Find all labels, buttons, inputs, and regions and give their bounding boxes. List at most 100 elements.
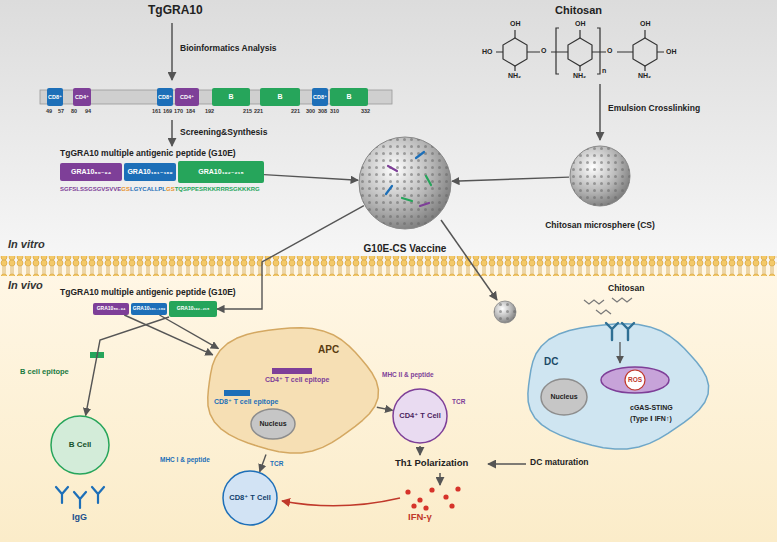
residue-number: 57 (58, 108, 64, 114)
peptide-title: TgGRA10 multiple antigenic peptide (G10E… (60, 149, 236, 159)
vaccine-sphere-shape (352, 136, 458, 254)
cytokine-label: IFN-γ (408, 512, 432, 523)
b-cell-text: B Cell (69, 440, 92, 449)
nucleus: Nucleus (540, 378, 588, 416)
chem-group: O (607, 47, 612, 55)
epitope-label: CD4⁺ T cell epitope (265, 376, 329, 384)
dendritic-cell: DCNucleusROS (520, 318, 710, 453)
peptide-title: TgGRA10 multiple antigenic peptide (G10E… (60, 288, 236, 298)
connector-arrow (86, 317, 169, 416)
cd8-epitope-segment: CD8⁺ (157, 88, 173, 106)
vaccine-sphere: G10E-CS Vaccine (352, 136, 458, 254)
peptide-segment-text: GRA10₁₉₂₋₂₁₅ (198, 168, 243, 176)
b-epitope-segment: B (330, 88, 368, 106)
residue-number: 215 (243, 108, 252, 114)
pathway-label: cGAS-STING (630, 404, 673, 412)
connector-arrow (452, 177, 569, 181)
linker-part: GS (166, 186, 175, 193)
sequence-part: LGYCALLPL (130, 186, 166, 193)
peptide-segment-text: GRA10₁₆₁₋₁₆₉ (127, 168, 172, 176)
peptide-segment: GRA10₁₆₁₋₁₆₉ (124, 163, 176, 181)
apc-cell: APCNucleus (200, 322, 380, 457)
process-label: Th1 Polarization (395, 458, 468, 469)
receptor-label: MHC I & peptide (160, 456, 210, 463)
cd4-epitope-segment-text: CD4⁺ (180, 94, 194, 100)
b-cell: B Cell (50, 415, 110, 475)
b-epitope-segment-text: B (346, 93, 351, 101)
cd4-t-cell: CD4⁺ T Cell (392, 388, 448, 444)
peptide-segment: GRA10₈₀₋₉₄ (60, 163, 122, 181)
chem-group: NH₂ (638, 72, 651, 80)
connector-arrow (377, 407, 393, 410)
peptide-fragment-text: GRA10₁₆₁₋₁₆₉ (133, 306, 165, 312)
process-label: DC maturation (530, 458, 589, 468)
cd4-t-cell-text: CD4⁺ T Cell (399, 412, 440, 421)
chem-group: O (541, 47, 546, 55)
apc-cell-shape (200, 322, 380, 457)
residue-number: 308 (318, 108, 327, 114)
residue-number: 49 (46, 108, 52, 114)
cd4-epitope-segment-text: CD4⁺ (75, 94, 89, 100)
cd8-epitope-segment: CD8⁺ (312, 88, 328, 106)
b-epitope-segment-text: B (277, 93, 282, 101)
repeat-index: n (602, 67, 606, 75)
cd8-epitope-segment-text: CD8⁺ (158, 94, 172, 100)
figure-title: TgGRA10 (148, 4, 203, 18)
chitosan-microsphere-shape (535, 145, 665, 231)
sequence-part: SGFSLSSGSGVSVVE (60, 186, 121, 193)
peptide-fragment-text: GRA10₁₉₂₋₂₁₅ (177, 306, 209, 312)
chem-group: NH₂ (573, 72, 586, 80)
residue-number: 310 (330, 108, 339, 114)
residue-number: 170 (174, 108, 183, 114)
residue-number: 192 (205, 108, 214, 114)
region-label: In vitro (8, 238, 45, 251)
material-label: Chitosan (608, 284, 644, 294)
b-epitope-segment: B (212, 88, 250, 106)
b-epitope-segment: B (260, 88, 300, 106)
cd8-t-cell: CD8⁺ T Cell (222, 470, 278, 526)
chem-group: OH (575, 20, 586, 28)
connector-arrow (124, 315, 213, 355)
cd8-t-cell-text: CD8⁺ T Cell (229, 494, 270, 503)
residue-number: 161 (152, 108, 161, 114)
peptide-fragment: GRA10₁₆₁₋₁₆₉ (131, 303, 167, 315)
chem-group: OH (666, 48, 677, 56)
chitosan-microsphere-text: Chitosan microsphere (CS) (545, 221, 655, 231)
peptide-segment: GRA10₁₉₂₋₂₁₅ (178, 161, 264, 183)
cd8-epitope-segment: CD8⁺ (47, 88, 63, 106)
connector-arrow (260, 455, 266, 472)
cd4-epitope-segment: CD4⁺ (73, 88, 91, 106)
cd4-epitope-segment: CD4⁺ (175, 88, 199, 106)
peptide-segment-text: GRA10₈₀₋₉₄ (71, 168, 111, 176)
step-label: Emulsion Crosslinking (608, 104, 700, 114)
peptide-fragment: GRA10₈₀₋₉₄ (93, 303, 129, 315)
antibody-label: IgG (72, 512, 87, 522)
peptide-fragment: GRA10₁₉₂₋₂₁₅ (169, 301, 217, 317)
chem-group: HO (482, 48, 493, 56)
peptide-fragment-text: GRA10₈₀₋₉₄ (97, 306, 126, 312)
cd8-epitope-segment-text: CD8⁺ (48, 94, 62, 100)
figure-title: Chitosan (555, 4, 602, 17)
epitope-label: CD8⁺ T cell epitope (214, 398, 278, 406)
epitope-label: B cell epitope (20, 368, 69, 377)
connector-arrow (217, 206, 364, 309)
residue-number: 221 (291, 108, 300, 114)
nucleus-text: Nucleus (259, 420, 286, 428)
residue-number: 332 (361, 108, 370, 114)
residue-number: 80 (71, 108, 77, 114)
connector-arrow (264, 175, 358, 181)
receptor-label: MHC II & peptide (382, 371, 434, 378)
chitosan-microsphere: Chitosan microsphere (CS) (535, 145, 665, 231)
step-label: Bioinformatics Analysis (180, 44, 277, 54)
chem-group: OH (510, 20, 521, 28)
nucleus-text: Nucleus (550, 393, 577, 401)
sequence-part: TQSPPESRKKRRRSGKKKRG (175, 186, 260, 193)
chem-group: OH (640, 20, 651, 28)
vaccine-sphere-text: G10E-CS Vaccine (364, 243, 447, 255)
connector-arrow (160, 315, 219, 349)
residue-number: 184 (186, 108, 195, 114)
residue-number: 300 (306, 108, 315, 114)
